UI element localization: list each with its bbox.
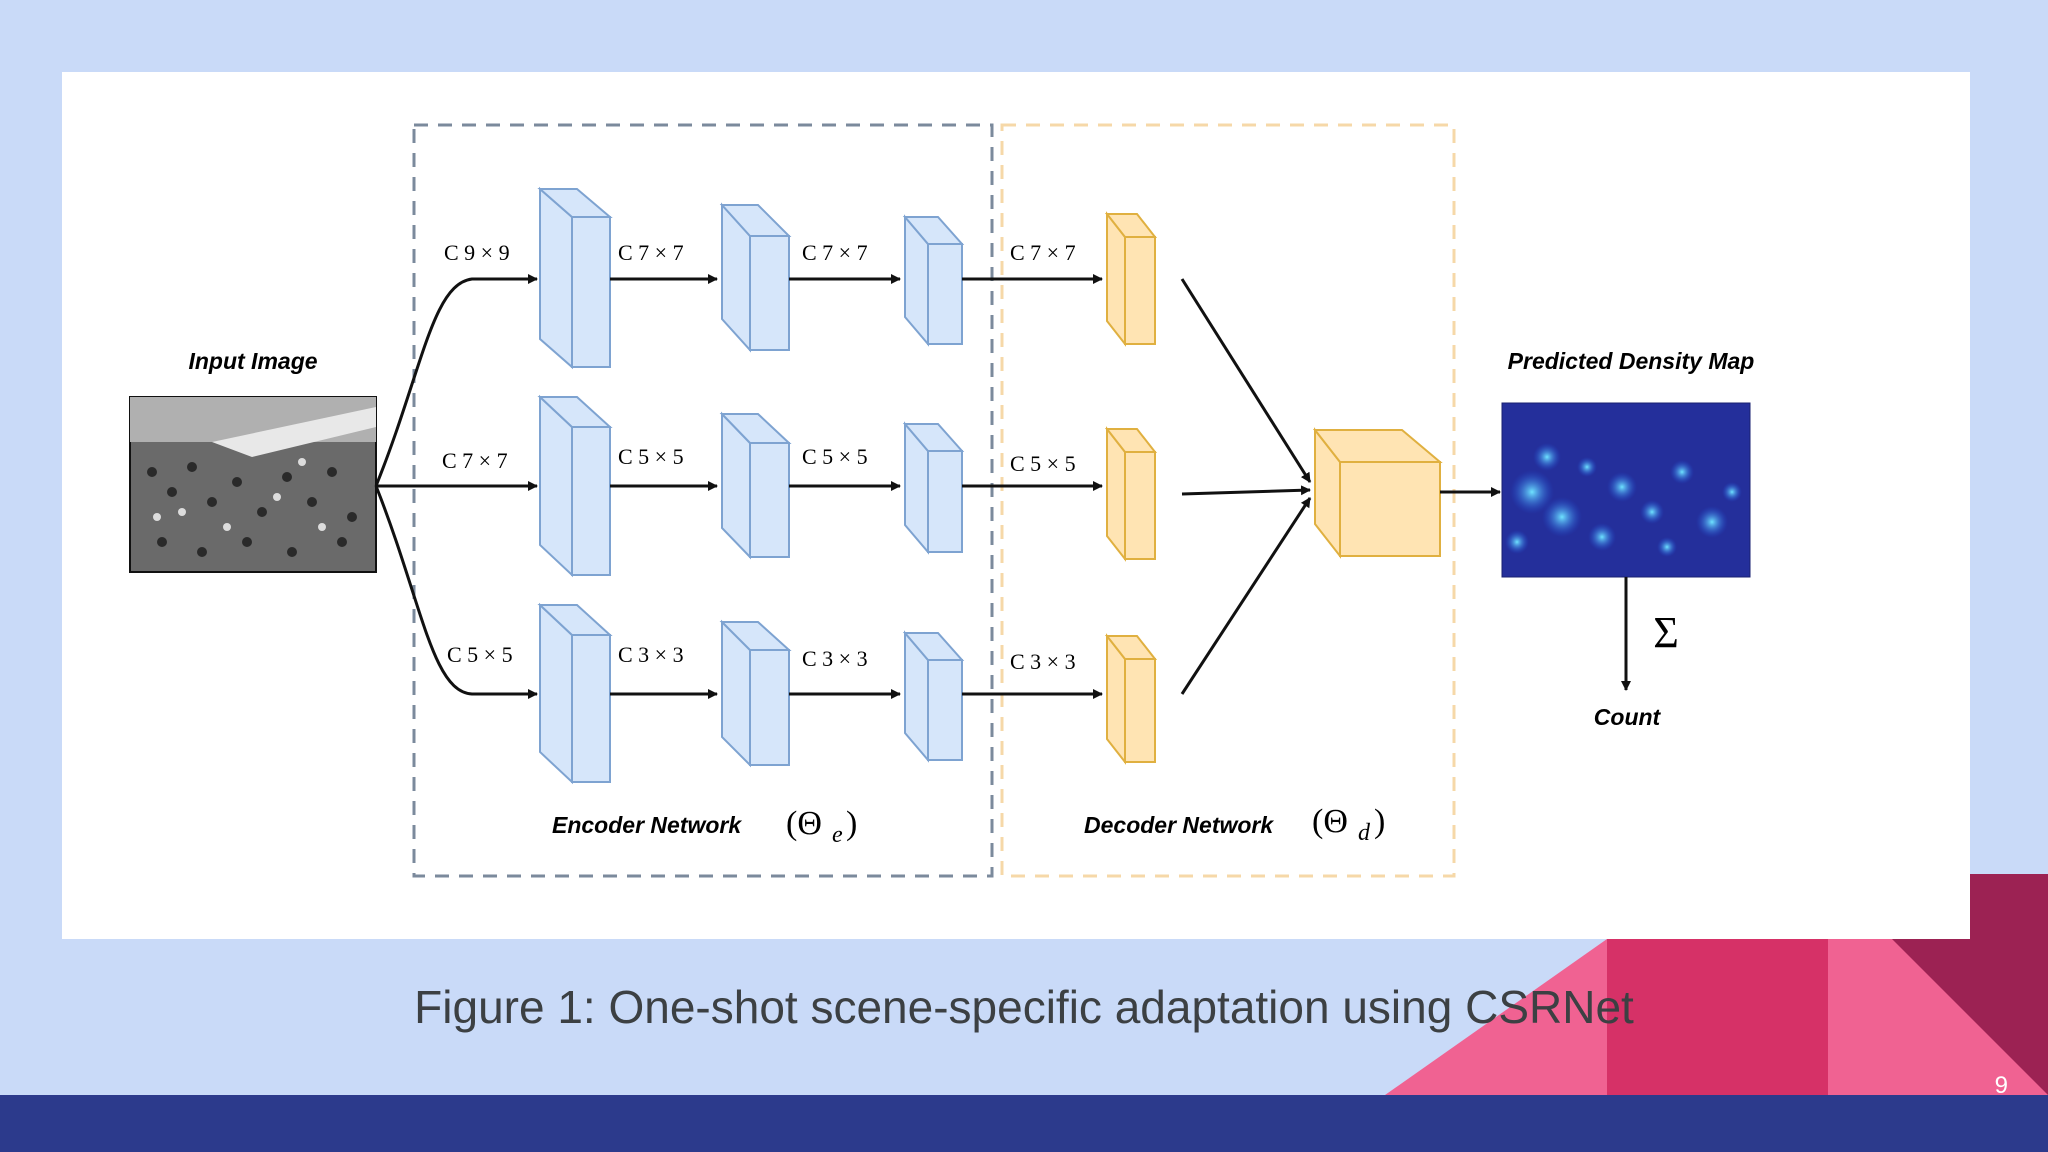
- branch-bottom-labels: C 5 × 5 C 3 × 3 C 3 × 3 C 3 × 3: [447, 642, 1076, 674]
- layer-label: C 9 × 9: [444, 240, 510, 265]
- branch-middle-labels: C 7 × 7 C 5 × 5 C 5 × 5 C 5 × 5: [442, 444, 1076, 476]
- encoder-blocks: [537, 186, 965, 785]
- footer-bar: [0, 1095, 2048, 1152]
- svg-text:Decoder Network: Decoder Network: [1084, 812, 1274, 838]
- density-map: [1501, 402, 1751, 578]
- svg-text:(Θ: (Θ: [1312, 803, 1348, 840]
- encoder-block: [902, 421, 965, 555]
- figure-caption: Figure 1: One-shot scene-specific adapta…: [414, 981, 1634, 1033]
- page-number: 9: [1994, 1072, 2008, 1099]
- csrnet-diagram: Input Image C 9 × 9 C 7 × 7 C 7 × 7 C 7 …: [129, 123, 1755, 878]
- encoder-block: [537, 186, 613, 370]
- encoder-block: [719, 202, 792, 353]
- svg-text:): ): [846, 805, 857, 842]
- svg-text:Encoder Network: Encoder Network: [552, 812, 742, 838]
- input-image: [129, 396, 377, 573]
- decoder-group-box: [1000, 123, 1456, 878]
- encoder-arrows: [610, 274, 1103, 699]
- decoder-blocks: [1104, 211, 1443, 765]
- count-label: Count: [1594, 704, 1662, 730]
- svg-text:(Θ: (Θ: [786, 805, 822, 842]
- sum-symbol: Σ: [1653, 608, 1679, 657]
- layer-label: C 7 × 7: [802, 240, 868, 265]
- density-map-label: Predicted Density Map: [1508, 348, 1755, 374]
- encoder-block: [902, 214, 965, 347]
- encoder-block: [719, 411, 792, 560]
- layer-label: C 3 × 3: [802, 646, 868, 671]
- input-branch-bottom: [374, 485, 538, 699]
- encoder-block: [719, 619, 792, 768]
- layer-label: C 3 × 3: [1010, 649, 1076, 674]
- figure-panel: Input Image C 9 × 9 C 7 × 7 C 7 × 7 C 7 …: [62, 72, 1970, 939]
- decoder-block: [1104, 211, 1158, 347]
- flow-arrow: [1180, 278, 1312, 483]
- layer-label: C 5 × 5: [618, 444, 684, 469]
- decoder-block: [1104, 426, 1158, 562]
- encoder-block: [902, 630, 965, 763]
- layer-label: C 7 × 7: [442, 448, 508, 473]
- input-image-label: Input Image: [188, 348, 317, 374]
- layer-label: C 7 × 7: [618, 240, 684, 265]
- encoder-group-box: [412, 123, 994, 878]
- decoder-block: [1104, 633, 1158, 765]
- svg-text:d: d: [1358, 820, 1371, 846]
- flow-arrow: [1181, 485, 1311, 496]
- svg-text:e: e: [832, 822, 843, 848]
- svg-text:): ): [1374, 803, 1385, 840]
- layer-label: C 3 × 3: [618, 642, 684, 667]
- layer-label: C 5 × 5: [1010, 451, 1076, 476]
- input-branch-top: [374, 274, 538, 487]
- flow-arrow: [1180, 497, 1312, 695]
- branch-top-labels: C 9 × 9 C 7 × 7 C 7 × 7 C 7 × 7: [444, 240, 1076, 265]
- encoder-block: [537, 602, 613, 785]
- encoder-block: [537, 394, 613, 578]
- layer-label: C 7 × 7: [1010, 240, 1076, 265]
- layer-label: C 5 × 5: [447, 642, 513, 667]
- decor-pink-triangle: [1385, 939, 1607, 1095]
- encoder-network-label: Encoder Network (Θ e ): [552, 805, 857, 848]
- layer-label: C 5 × 5: [802, 444, 868, 469]
- decor-dark-shape: [1892, 874, 2048, 1095]
- merge-block: [1312, 427, 1443, 559]
- merge-arrows: [1180, 278, 1501, 695]
- decoder-network-label: Decoder Network (Θ d ): [1084, 803, 1385, 846]
- decor-magenta-block: [1607, 939, 1828, 1095]
